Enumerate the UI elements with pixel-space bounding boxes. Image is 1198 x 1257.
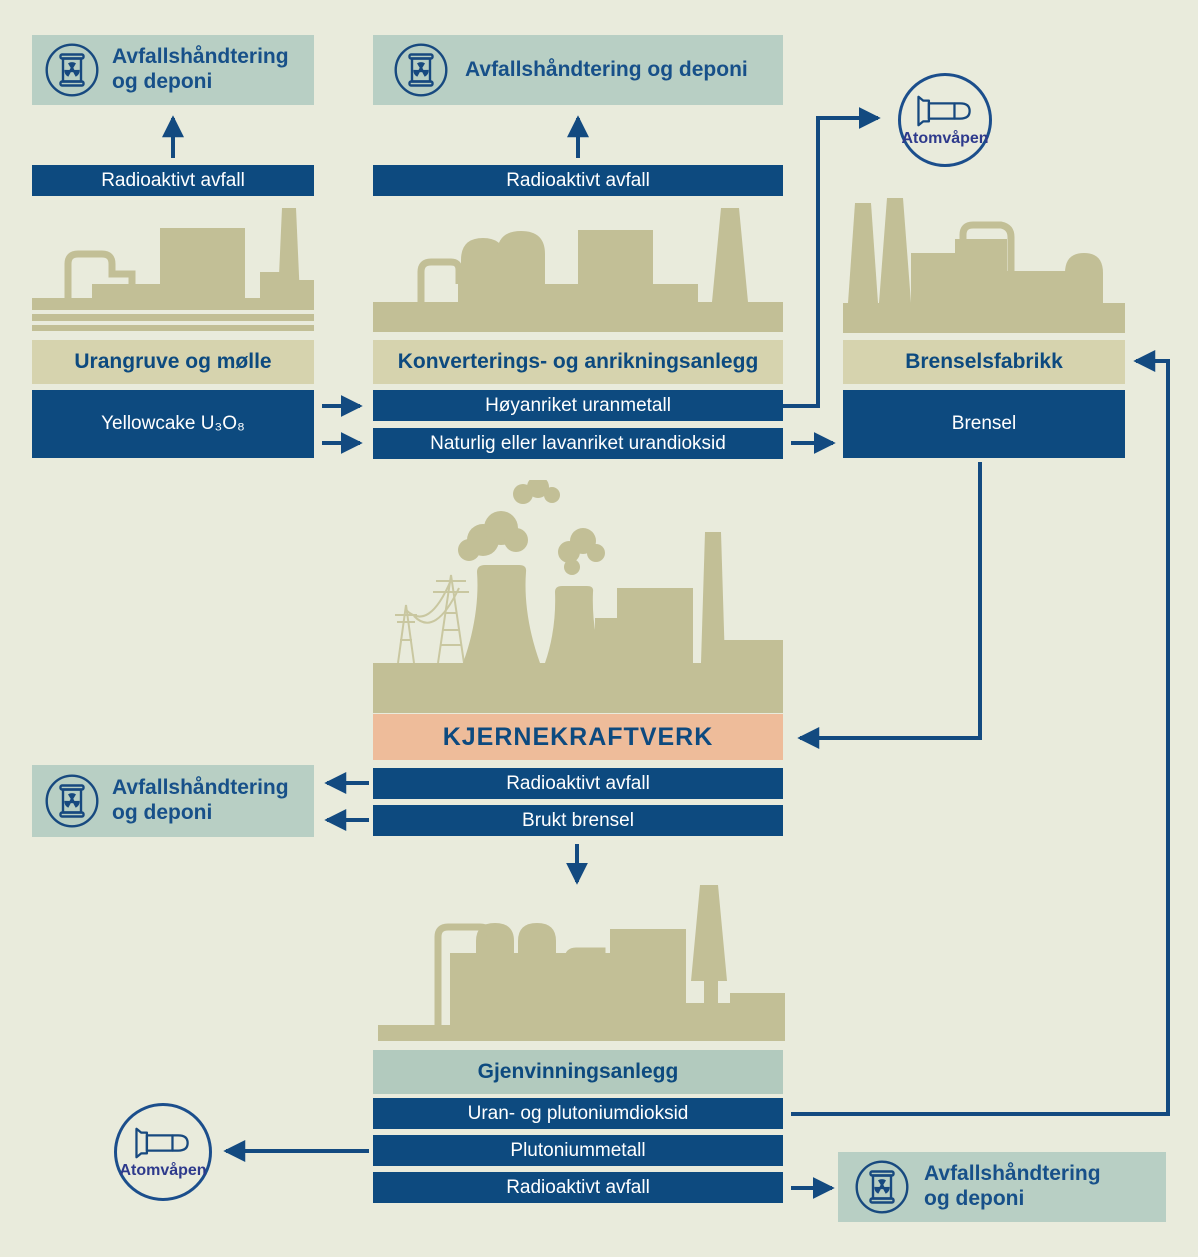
waste-node-bottom-right: Avfallshåndtering og deponi: [838, 1152, 1166, 1222]
waste-node-top-left: Avfallshåndtering og deponi: [32, 35, 314, 105]
facility-label-reprocessing: Gjenvinningsanlegg: [373, 1050, 783, 1094]
flow-box-radioactive-waste-reactor: Radioaktivt avfall: [373, 768, 783, 799]
waste-node-label: Avfallshåndtering og deponi: [465, 57, 748, 81]
flow-box-spent-fuel: Brukt brensel: [373, 805, 783, 836]
flow-box-radioactive-waste-top-center: Radioaktivt avfall: [373, 165, 783, 196]
flow-box-radioactive-waste-bottom: Radioaktivt avfall: [373, 1172, 783, 1203]
weapon-node-top: Atomvåpen: [898, 73, 992, 167]
flow-box-yellowcake: Yellowcake U₃O₈: [32, 390, 314, 458]
flow-box-radioactive-waste-top-left: Radioaktivt avfall: [32, 165, 314, 196]
radioactive-barrel-icon: [44, 773, 100, 829]
facility-label-nuclear-power-plant: KJERNEKRAFTVERK: [373, 714, 783, 760]
waste-node-label: Avfallshåndtering og deponi: [112, 45, 289, 93]
flow-box-plutonium-metal: Plutoniummetall: [373, 1135, 783, 1166]
waste-node-label: Avfallshåndtering og deponi: [924, 1162, 1101, 1210]
uranium-mine-silhouette: [32, 200, 314, 335]
radioactive-barrel-icon: [44, 42, 100, 98]
weapon-node-label: Atomvåpen: [119, 1161, 207, 1179]
fuel-fabrication-silhouette: [843, 195, 1125, 335]
flow-box-uranium-dioxide: Naturlig eller lavanriket urandioksid: [373, 428, 783, 459]
facility-label-conversion-plant: Konverterings- og anrikningsanlegg: [373, 340, 783, 384]
flow-box-uranium-plutonium-dioxide: Uran- og plutoniumdioksid: [373, 1098, 783, 1129]
weapon-node-label: Atomvåpen: [901, 129, 989, 147]
bomb-icon: [132, 1125, 194, 1161]
waste-node-mid-left: Avfallshåndtering og deponi: [32, 765, 314, 837]
facility-label-fuel-fabrication: Brenselsfabrikk: [843, 340, 1125, 384]
radioactive-barrel-icon: [854, 1159, 910, 1215]
weapon-node-bottom: Atomvåpen: [114, 1103, 212, 1201]
bomb-icon: [914, 93, 976, 129]
facility-label-uranium-mine: Urangruve og mølle: [32, 340, 314, 384]
waste-node-label: Avfallshåndtering og deponi: [112, 776, 289, 824]
nuclear-power-plant-silhouette: [373, 480, 783, 713]
conversion-plant-silhouette: [373, 198, 783, 336]
waste-node-top-center: Avfallshåndtering og deponi: [373, 35, 783, 105]
flow-box-fuel: Brensel: [843, 390, 1125, 458]
reprocessing-plant-silhouette: [378, 885, 785, 1045]
flow-box-heu-metal: Høyanriket uranmetall: [373, 390, 783, 421]
radioactive-barrel-icon: [393, 42, 449, 98]
